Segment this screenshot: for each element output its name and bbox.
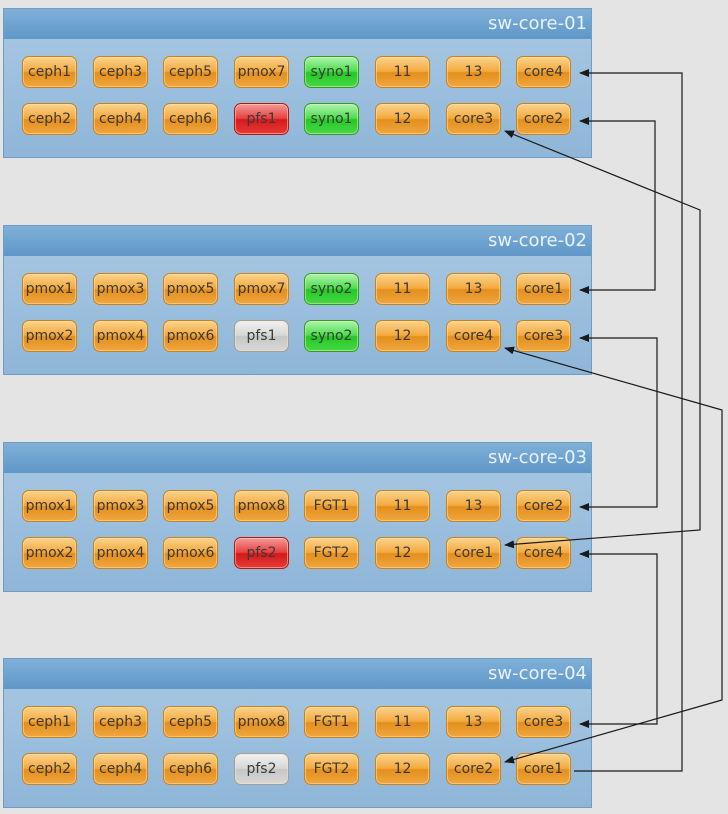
- switch-panel-2: sw-core-02 pmox1 pmox3 pmox5 pmox7 syno2 11 13 c…: [3, 225, 592, 375]
- port-pmox6[interactable]: pmox6: [163, 320, 218, 352]
- port-ceph5[interactable]: ceph5: [163, 56, 218, 88]
- port-core4[interactable]: core4: [516, 537, 571, 569]
- switch-title: sw-core-04: [4, 659, 591, 689]
- port-core4[interactable]: core4: [446, 320, 501, 352]
- port-fgt1[interactable]: FGT1: [304, 706, 359, 738]
- port-core2[interactable]: core2: [446, 753, 501, 785]
- switch-title: sw-core-03: [4, 443, 591, 473]
- port-11[interactable]: 11: [375, 56, 430, 88]
- port-core3[interactable]: core3: [516, 320, 571, 352]
- port-core2[interactable]: core2: [516, 103, 571, 135]
- port-pmox1[interactable]: pmox1: [22, 490, 77, 522]
- port-row: pmox2 pmox4 pmox6 pfs1 syno2 12 core4 core3: [4, 320, 591, 354]
- port-13[interactable]: 13: [446, 706, 501, 738]
- port-12[interactable]: 12: [375, 753, 430, 785]
- port-ceph1[interactable]: ceph1: [22, 56, 77, 88]
- port-pmox5[interactable]: pmox5: [163, 490, 218, 522]
- port-pmox8[interactable]: pmox8: [234, 706, 289, 738]
- port-11[interactable]: 11: [375, 706, 430, 738]
- port-core2[interactable]: core2: [516, 490, 571, 522]
- port-12[interactable]: 12: [375, 103, 430, 135]
- port-fgt2[interactable]: FGT2: [304, 753, 359, 785]
- port-pfs2[interactable]: pfs2: [234, 537, 289, 569]
- port-syno1[interactable]: syno1: [304, 56, 359, 88]
- port-row: ceph2 ceph4 ceph6 pfs2 FGT2 12 core2 core1: [4, 753, 591, 787]
- port-pmox2[interactable]: pmox2: [22, 320, 77, 352]
- port-ceph3[interactable]: ceph3: [93, 56, 148, 88]
- port-pmox7[interactable]: pmox7: [234, 273, 289, 305]
- port-pmox3[interactable]: pmox3: [93, 273, 148, 305]
- port-row: ceph2 ceph4 ceph6 pfs1 syno1 12 core3 core2: [4, 103, 591, 137]
- switch-title: sw-core-02: [4, 226, 591, 256]
- port-11[interactable]: 11: [375, 490, 430, 522]
- port-pmox2[interactable]: pmox2: [22, 537, 77, 569]
- port-pmox4[interactable]: pmox4: [93, 320, 148, 352]
- port-core1[interactable]: core1: [516, 273, 571, 305]
- port-pmox1[interactable]: pmox1: [22, 273, 77, 305]
- port-ceph6[interactable]: ceph6: [163, 103, 218, 135]
- port-row: ceph1 ceph3 ceph5 pmox7 syno1 11 13 core4: [4, 56, 591, 90]
- port-ceph3[interactable]: ceph3: [93, 706, 148, 738]
- port-pmox5[interactable]: pmox5: [163, 273, 218, 305]
- port-13[interactable]: 13: [446, 490, 501, 522]
- port-core3[interactable]: core3: [446, 103, 501, 135]
- port-core3[interactable]: core3: [516, 706, 571, 738]
- port-row: pmox2 pmox4 pmox6 pfs2 FGT2 12 core1 core4: [4, 537, 591, 571]
- port-13[interactable]: 13: [446, 273, 501, 305]
- port-row: ceph1 ceph3 ceph5 pmox8 FGT1 11 13 core3: [4, 706, 591, 740]
- port-pmox4[interactable]: pmox4: [93, 537, 148, 569]
- port-13[interactable]: 13: [446, 56, 501, 88]
- port-syno2[interactable]: syno2: [304, 320, 359, 352]
- port-12[interactable]: 12: [375, 320, 430, 352]
- port-12[interactable]: 12: [375, 537, 430, 569]
- port-pmox6[interactable]: pmox6: [163, 537, 218, 569]
- port-fgt2[interactable]: FGT2: [304, 537, 359, 569]
- switch-title: sw-core-01: [4, 9, 591, 39]
- port-core1[interactable]: core1: [446, 537, 501, 569]
- port-11[interactable]: 11: [375, 273, 430, 305]
- switch-panel-4: sw-core-04 ceph1 ceph3 ceph5 pmox8 FGT1 11 13 co…: [3, 658, 592, 808]
- port-ceph2[interactable]: ceph2: [22, 103, 77, 135]
- port-ceph6[interactable]: ceph6: [163, 753, 218, 785]
- port-fgt1[interactable]: FGT1: [304, 490, 359, 522]
- port-core4[interactable]: core4: [516, 56, 571, 88]
- port-pfs1[interactable]: pfs1: [234, 320, 289, 352]
- port-pmox3[interactable]: pmox3: [93, 490, 148, 522]
- switch-panel-3: sw-core-03 pmox1 pmox3 pmox5 pmox8 FGT1 11 13 co…: [3, 442, 592, 592]
- port-ceph4[interactable]: ceph4: [93, 103, 148, 135]
- port-syno1[interactable]: syno1: [304, 103, 359, 135]
- port-ceph1[interactable]: ceph1: [22, 706, 77, 738]
- port-ceph2[interactable]: ceph2: [22, 753, 77, 785]
- port-pmox7[interactable]: pmox7: [234, 56, 289, 88]
- port-row: pmox1 pmox3 pmox5 pmox7 syno2 11 13 core1: [4, 273, 591, 307]
- port-pmox8[interactable]: pmox8: [234, 490, 289, 522]
- port-ceph5[interactable]: ceph5: [163, 706, 218, 738]
- port-ceph4[interactable]: ceph4: [93, 753, 148, 785]
- port-row: pmox1 pmox3 pmox5 pmox8 FGT1 11 13 core2: [4, 490, 591, 524]
- port-core1[interactable]: core1: [516, 753, 571, 785]
- port-syno2[interactable]: syno2: [304, 273, 359, 305]
- port-pfs1[interactable]: pfs1: [234, 103, 289, 135]
- port-pfs2[interactable]: pfs2: [234, 753, 289, 785]
